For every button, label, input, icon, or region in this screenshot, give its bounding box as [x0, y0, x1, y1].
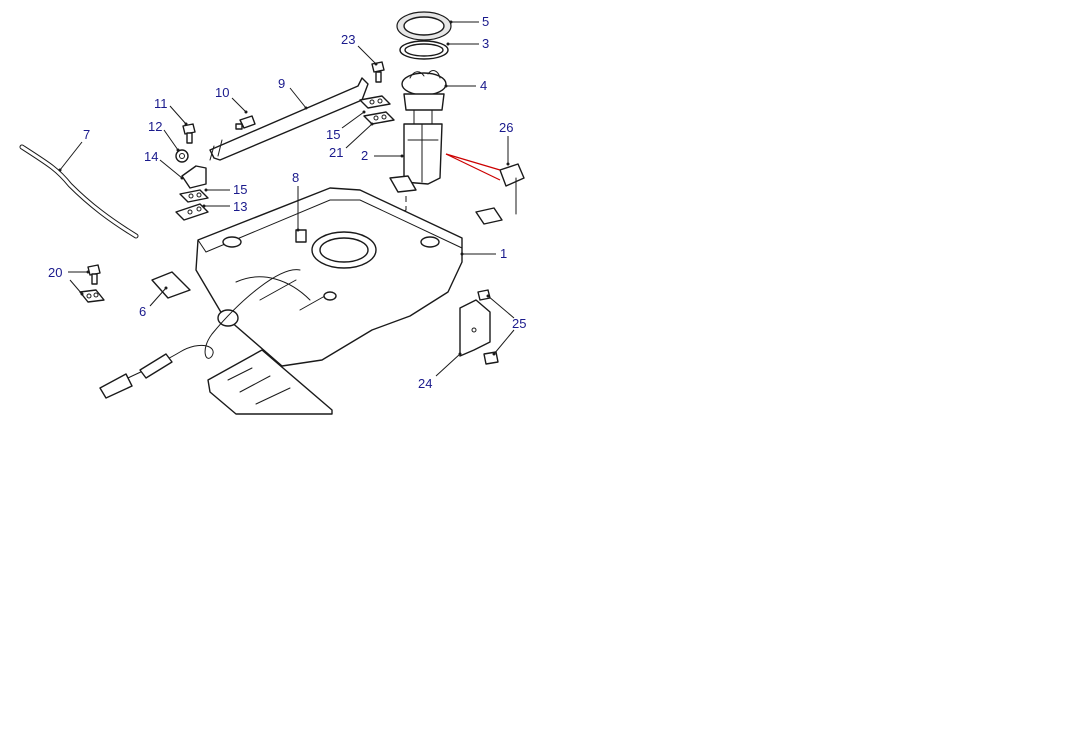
callout-14: 14: [144, 149, 158, 164]
part-3-seal: [399, 40, 449, 60]
callout-26: 26: [499, 120, 513, 135]
part-15-13-plates-left: [175, 189, 209, 221]
part-5-locking-ring: [396, 11, 452, 41]
heat-shield: [207, 349, 333, 415]
callout-15-lower: 15: [233, 182, 247, 197]
part-15-21-brackets-upper: [359, 95, 395, 125]
callout-11: 11: [154, 96, 168, 111]
callout-9: 9: [278, 76, 285, 91]
callout-23: 23: [341, 32, 355, 47]
callout-20: 20: [48, 265, 62, 280]
part-8-vent-line: [99, 229, 307, 399]
leader-lines: [58, 20, 515, 377]
callout-2: 2: [361, 148, 368, 163]
part-24-bracket: [459, 299, 491, 357]
callout-21: 21: [329, 145, 343, 160]
callout-25: 25: [512, 316, 526, 331]
callout-5: 5: [482, 14, 489, 29]
bolt-10: [235, 115, 256, 130]
bolt-23: [371, 61, 385, 83]
bolt-20: [87, 264, 101, 285]
part-14-bracket: [181, 165, 207, 189]
callout-10: 10: [215, 85, 229, 100]
part-6-pad: [151, 271, 191, 299]
callout-12: 12: [148, 119, 162, 134]
nut-12: [175, 149, 189, 163]
callout-labels: 5 3 4 2 1 23 9 10 11 12 14 15 13 7 15 21…: [48, 14, 526, 391]
callout-13: 13: [233, 199, 247, 214]
callout-7: 7: [83, 127, 90, 142]
bolt-11: [182, 123, 196, 144]
part-9-strap: [209, 77, 369, 161]
callout-24: 24: [418, 376, 432, 391]
part-1-fuel-tank: [195, 187, 463, 367]
callout-8: 8: [292, 170, 299, 185]
callout-1: 1: [500, 246, 507, 261]
callout-4: 4: [480, 78, 487, 93]
callout-6: 6: [139, 304, 146, 319]
callout-15-upper: 15: [326, 127, 340, 142]
part-20-plate: [79, 289, 105, 303]
part-26-level-sender: [475, 163, 525, 225]
callout-3: 3: [482, 36, 489, 51]
part-4-2-pump-module: [389, 70, 447, 193]
part-7-hose: [19, 144, 139, 239]
